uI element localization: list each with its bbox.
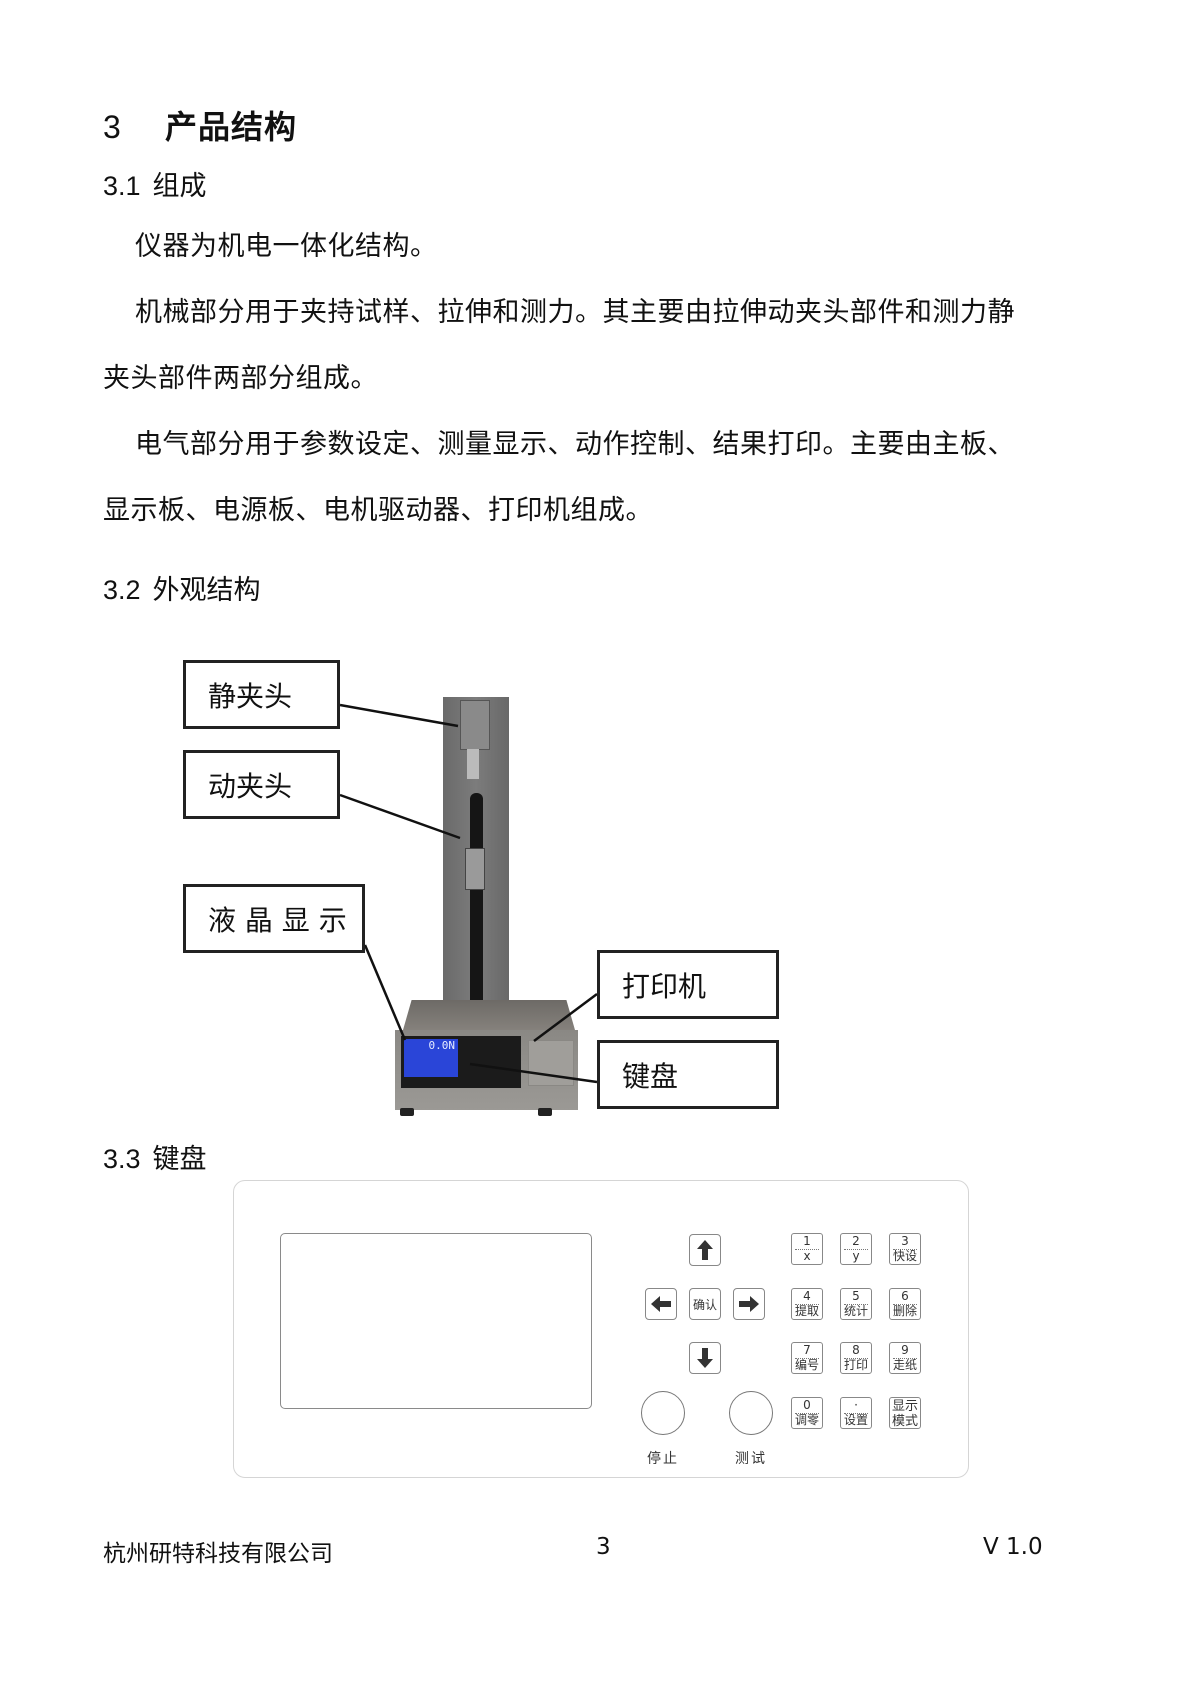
key-number: 3: [893, 1235, 917, 1250]
footer-company: 杭州研特科技有限公司: [103, 1541, 333, 1567]
machine-foot: [400, 1108, 414, 1116]
keypad-lcd-window: [280, 1233, 592, 1409]
confirm-key[interactable]: 确认: [689, 1288, 721, 1320]
key-number: 6: [893, 1290, 917, 1305]
confirm-label: 确认: [692, 1297, 717, 1312]
key-function: 提取: [794, 1304, 819, 1318]
key-function: 设置: [843, 1413, 868, 1427]
key-number: ·: [844, 1399, 868, 1414]
clamp-stem: [467, 749, 479, 779]
key-dot[interactable]: ·设置: [840, 1397, 872, 1429]
key-number: 7: [795, 1344, 819, 1359]
callout-moving-clamp: 动夹头: [183, 750, 340, 819]
key-function: 删除: [892, 1304, 917, 1318]
paragraph-line: 夹头部件两部分组成。: [103, 363, 378, 394]
up-arrow-icon: [697, 1240, 713, 1260]
lcd-reading: 0.0N: [428, 1039, 456, 1052]
footer-page-number: 3: [596, 1534, 611, 1560]
key-function: 快设: [892, 1249, 917, 1263]
left-arrow-icon: [651, 1296, 671, 1312]
key-label-line1: 显示: [891, 1399, 918, 1414]
section-number: 3.1: [103, 171, 141, 201]
machine-foot: [538, 1108, 552, 1116]
section-number: 3.2: [103, 575, 141, 605]
up-arrow-key[interactable]: [689, 1234, 721, 1266]
key-label-line2: 模式: [891, 1414, 918, 1429]
key-number: 9: [893, 1344, 917, 1359]
paragraph-line: 电气部分用于参数设定、测量显示、动作控制、结果打印。主要由主板、: [135, 429, 1015, 460]
left-arrow-key[interactable]: [645, 1288, 677, 1320]
display-mode-key[interactable]: 显示模式: [889, 1397, 921, 1429]
test-label: 测试: [735, 1451, 767, 1467]
callout-keyboard: 键盘: [597, 1040, 779, 1109]
key-function: 统计: [843, 1304, 868, 1318]
footer-version: V 1.0: [983, 1534, 1043, 1560]
key-function: 编号: [794, 1358, 819, 1372]
moving-clamp-part: [465, 848, 485, 890]
key-number: 1: [795, 1235, 819, 1250]
callout-label: 键盘: [622, 1059, 679, 1093]
section-heading-3-3: 3.3 键盘: [103, 1137, 207, 1176]
paragraph-line: 显示板、电源板、电机驱动器、打印机组成。: [103, 495, 653, 526]
section-heading-3-1: 3.1 组成: [103, 164, 207, 203]
paragraph-line: 仪器为机电一体化结构。: [135, 231, 438, 262]
key-function: 走纸: [892, 1358, 917, 1372]
test-button[interactable]: [729, 1391, 773, 1435]
static-clamp-part: [460, 700, 490, 750]
chapter-title: 产品结构: [165, 108, 298, 146]
section-title: 组成: [152, 171, 207, 202]
stop-button[interactable]: [641, 1391, 685, 1435]
key-number: 4: [795, 1290, 819, 1305]
chapter-number: 3: [103, 109, 122, 145]
chapter-heading: 3 产品结构: [103, 102, 297, 148]
key-number: 2: [844, 1235, 868, 1250]
section-heading-3-2: 3.2 外观结构: [103, 568, 261, 607]
key-function: 打印: [843, 1358, 868, 1372]
stop-label: 停止: [647, 1451, 679, 1467]
section-number: 3.3: [103, 1144, 141, 1174]
lcd-screen: 0.0N: [404, 1039, 458, 1077]
callout-label: 静夹头: [208, 679, 293, 713]
key-function: x: [803, 1249, 811, 1263]
right-arrow-icon: [739, 1296, 759, 1312]
down-arrow-key[interactable]: [689, 1342, 721, 1374]
machine-base-top: [403, 1000, 575, 1030]
key-number: 8: [844, 1344, 868, 1359]
keypad-frame: [233, 1180, 969, 1478]
key-number: 0: [795, 1399, 819, 1414]
paragraph-line: 机械部分用于夹持试样、拉伸和测力。其主要由拉伸动夹头部件和测力静: [135, 297, 1015, 328]
callout-printer: 打印机: [597, 950, 779, 1019]
right-arrow-key[interactable]: [733, 1288, 765, 1320]
callout-label: 打印机: [622, 969, 707, 1003]
callout-lcd-display: 液 晶 显 示: [183, 884, 365, 953]
key-number: 5: [844, 1290, 868, 1305]
callout-label: 液 晶 显 示: [208, 903, 347, 937]
section-title: 键盘: [152, 1144, 207, 1175]
callout-static-clamp: 静夹头: [183, 660, 340, 729]
callout-label: 动夹头: [208, 769, 293, 803]
section-title: 外观结构: [152, 575, 261, 606]
down-arrow-icon: [697, 1348, 713, 1368]
key-function: 调零: [794, 1413, 819, 1427]
key-function: y: [852, 1249, 860, 1263]
